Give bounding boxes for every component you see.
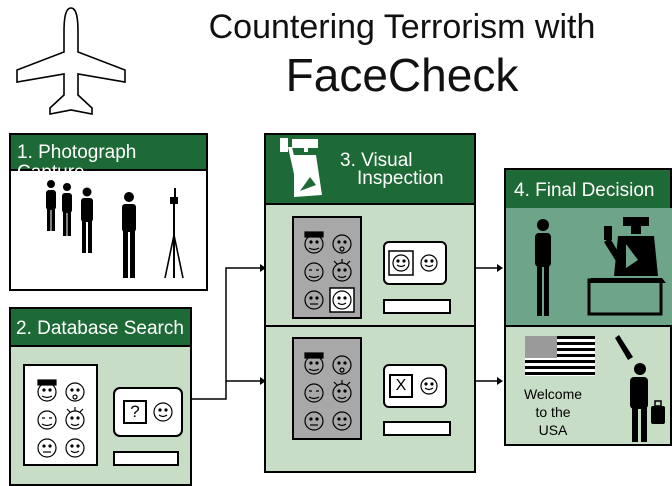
camera-tripod-icon — [164, 188, 184, 279]
step2-panel: 2. Database Search ? — [9, 307, 192, 486]
step3-title-line2: Inspection — [357, 168, 444, 189]
reject-mark: X — [389, 374, 413, 398]
step3-title-line1: 3. Visual — [340, 150, 413, 171]
airplane-icon — [16, 7, 126, 115]
nomatch-compare-box: X — [383, 364, 447, 408]
nomatch-result-bar — [383, 421, 451, 436]
us-flag-icon — [525, 336, 595, 376]
step1-panel: 1. Photograph Capture — [9, 133, 208, 291]
match-result-bar — [383, 299, 451, 314]
checkpoint-scene — [525, 217, 666, 442]
divider — [266, 325, 474, 327]
welcome-line3: USA — [538, 422, 568, 438]
step3-panel: 3. Visual Inspection — [264, 133, 476, 473]
divider — [506, 325, 672, 327]
welcome-line2: to the — [535, 404, 571, 420]
officer-icon — [280, 138, 322, 197]
face-database-grid — [23, 364, 98, 466]
step4-title: 4. Final Decision — [514, 180, 655, 201]
officer-icon — [587, 217, 666, 316]
match-grid — [292, 216, 362, 319]
step2-title: 2. Database Search — [16, 318, 184, 339]
nomatch-grid — [292, 337, 362, 440]
page-title-line2: FaceCheck — [285, 49, 519, 101]
unknown-face-mark: ? — [123, 400, 147, 424]
page-title-line1: Countering Terrorism with — [208, 8, 596, 46]
result-bar — [113, 451, 179, 466]
welcome-line1: Welcome — [523, 386, 583, 402]
step1-title: 1. Photograph Capture — [17, 142, 137, 183]
query-face-box: ? — [113, 387, 183, 437]
match-compare-box — [383, 241, 447, 285]
people-queue-icons — [46, 180, 184, 279]
step4-panel: 4. Final Decision Welcome to the — [504, 168, 672, 446]
traveler-with-luggage-icon — [615, 335, 665, 442]
